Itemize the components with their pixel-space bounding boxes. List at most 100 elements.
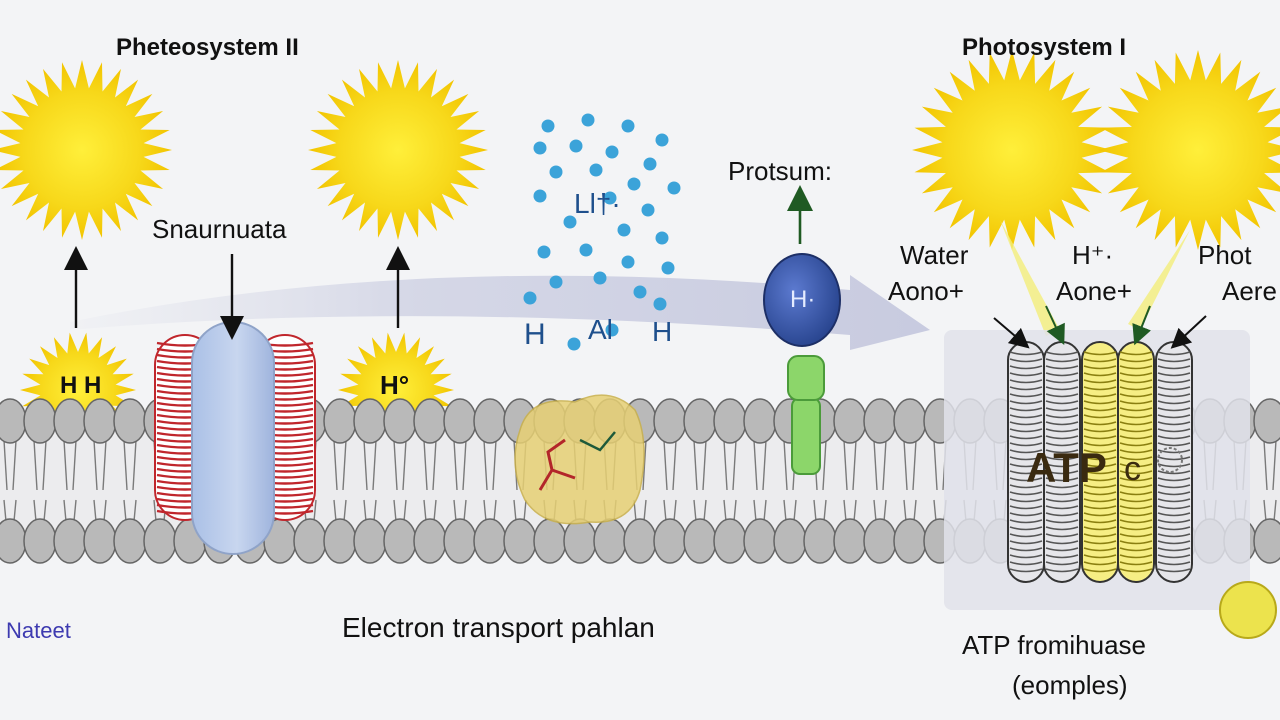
subunit-ring	[1157, 547, 1191, 552]
subunit-ring	[1083, 400, 1117, 405]
subunit-ring	[1009, 470, 1043, 475]
subunit-ring	[1045, 540, 1079, 545]
phot-label-line2: Aere	[1222, 276, 1277, 306]
subunit-ring	[1045, 442, 1079, 447]
subunit-ring	[1083, 512, 1117, 517]
lipid-head	[323, 518, 357, 564]
subunit-ring	[1157, 456, 1191, 461]
subunit-ring	[1157, 351, 1191, 356]
lipid-tail	[342, 439, 347, 491]
subunit-ring	[1045, 386, 1079, 391]
lipid-tail	[753, 439, 758, 491]
proton-dot	[621, 255, 635, 269]
cytochrome-complex	[514, 394, 645, 525]
subunit-ring	[1045, 505, 1079, 510]
subunit-ring	[1045, 379, 1079, 384]
subunit-ring	[1009, 568, 1043, 573]
lipid-tail	[33, 439, 38, 491]
subunit-ring	[1157, 400, 1191, 405]
atp-core-suffix: c	[1124, 450, 1141, 488]
lipid-head	[413, 518, 447, 564]
cytochrome-heme	[538, 438, 576, 491]
subunit-ring	[1045, 568, 1079, 573]
lipid-tail	[783, 439, 788, 491]
subunit-ring	[1009, 372, 1043, 377]
lipid-tail	[453, 439, 458, 491]
subunit-ring	[1119, 428, 1153, 433]
subunit-ring	[1009, 498, 1043, 503]
lipid-tail	[882, 439, 887, 491]
h-plus-label-line2: Aone+	[1056, 276, 1132, 306]
subunit-ring	[1119, 365, 1153, 370]
atp-synthase-subunit	[1043, 341, 1081, 583]
atp-synthase-subunit	[1081, 341, 1119, 583]
subunit-ring	[1119, 449, 1153, 454]
subunit-ring	[1009, 463, 1043, 468]
subunit-ring	[1157, 561, 1191, 566]
lipid-head	[473, 518, 507, 564]
lipid-head	[563, 518, 597, 564]
subunit-ring	[1045, 421, 1079, 426]
subunit-ring	[1045, 484, 1079, 489]
subunit-ring	[1009, 561, 1043, 566]
subunit-ring	[1119, 379, 1153, 384]
proton-dot	[603, 191, 617, 205]
proton-dot	[667, 181, 681, 195]
subunit-ring	[1045, 407, 1079, 412]
atp-marker	[1157, 447, 1183, 473]
membrane-proteins	[154, 253, 1277, 639]
snaurnuata-label: Snaurnuata	[152, 214, 287, 244]
sun	[0, 60, 172, 240]
subunit-ring	[1119, 470, 1153, 475]
lipid-head	[833, 518, 867, 564]
proton-dot	[621, 119, 635, 133]
subunit-ring	[1045, 491, 1079, 496]
subunit-ring	[1083, 463, 1117, 468]
subunit-ring	[1083, 568, 1117, 573]
cluster-al-label: Al	[588, 314, 613, 345]
subunit-ring	[1083, 547, 1117, 552]
subunit-ring	[1009, 484, 1043, 489]
subunit-ring	[1009, 428, 1043, 433]
subunit-ring	[1009, 449, 1043, 454]
lipid-tail	[483, 439, 488, 491]
subunit-ring	[1157, 484, 1191, 489]
subunit-ring	[1157, 568, 1191, 573]
lipid-tail	[663, 439, 668, 491]
subunit-ring	[1083, 505, 1117, 510]
proton-dot	[569, 139, 583, 153]
sun-h-right-label: H°	[380, 370, 410, 400]
subunit-ring	[1009, 351, 1043, 356]
subunit-ring	[1009, 379, 1043, 384]
lipid-tail	[372, 439, 377, 491]
subunit-ring	[1009, 393, 1043, 398]
lipid-head	[353, 398, 387, 444]
subunit-ring	[1157, 379, 1191, 384]
lipid-tail	[423, 439, 428, 491]
subunit-ring	[1083, 561, 1117, 566]
light-beam	[1000, 220, 1060, 336]
lipid-head	[443, 518, 477, 564]
phot-label-line1: Phot	[1198, 240, 1252, 270]
sun	[308, 60, 488, 240]
cluster-h1-label: H	[524, 318, 546, 351]
sunlight-group	[0, 50, 1280, 448]
subunit-ring	[1009, 442, 1043, 447]
proton-dot	[653, 297, 667, 311]
water-label-line2: Aono+	[888, 276, 964, 306]
subunit-ring	[1119, 519, 1153, 524]
subunit-ring	[1119, 456, 1153, 461]
subunit-ring	[1119, 351, 1153, 356]
cytochrome-link	[579, 431, 616, 452]
subunit-ring	[1083, 407, 1117, 412]
subunit-ring	[1157, 554, 1191, 559]
psii-core	[191, 321, 275, 555]
arrow-phot	[1170, 315, 1207, 349]
lipid-tail	[492, 439, 497, 491]
subunit-ring	[1157, 365, 1191, 370]
lipid-tail	[1263, 439, 1268, 491]
subunit-ring	[1119, 407, 1153, 412]
subunit-ring	[1119, 484, 1153, 489]
